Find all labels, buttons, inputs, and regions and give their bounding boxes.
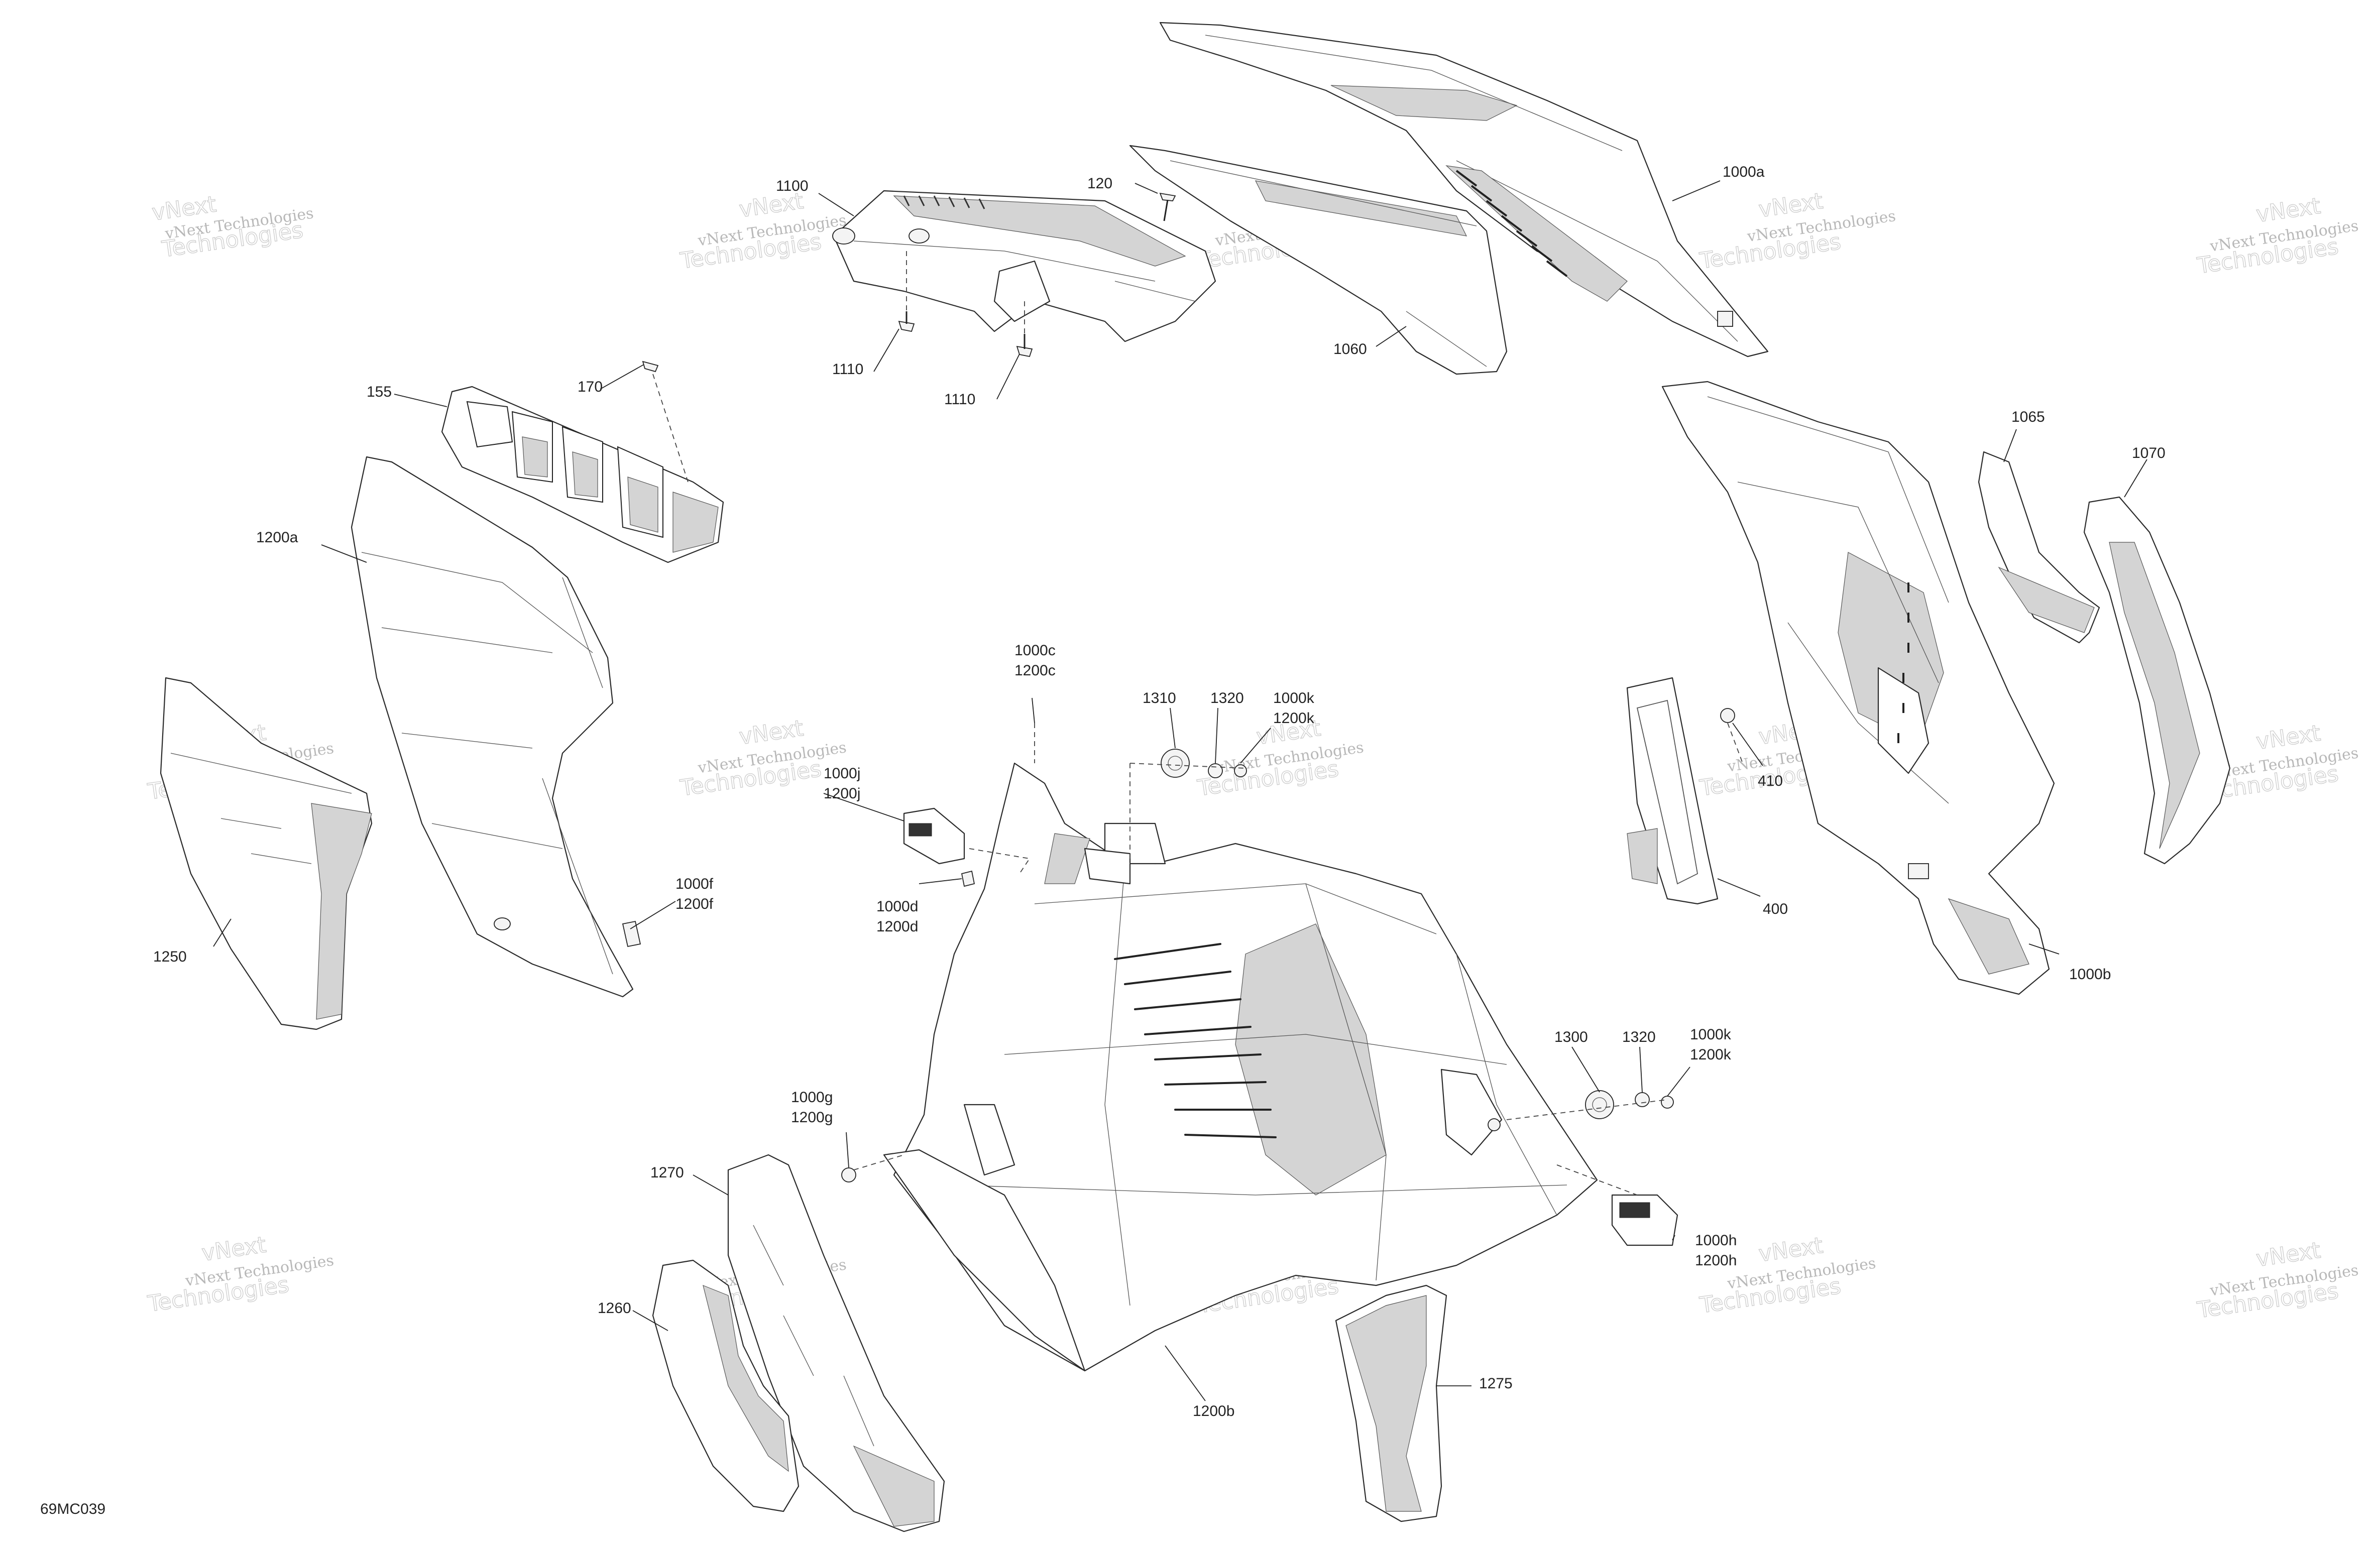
callout-1260: 1260 (598, 1300, 631, 1317)
fastener-1110a (898, 311, 915, 332)
fastener-410 (1720, 708, 1735, 723)
part-1000a-drawing (1159, 22, 1769, 358)
fastener-1000f (622, 920, 641, 947)
part-1000b-drawing (1661, 381, 2055, 995)
callout-1000d: 1000d (876, 898, 918, 915)
callout-1065: 1065 (2011, 409, 2045, 425)
callout-1200k-a: 1200k (1273, 710, 1315, 727)
part-1070-drawing (2083, 496, 2231, 865)
fastener-1000g (841, 1167, 856, 1182)
watermark-text: vNext (2254, 1238, 2322, 1272)
callout-1200c: 1200c (1014, 662, 1056, 679)
fastener-170 (642, 361, 659, 373)
callout-1310: 1310 (1143, 690, 1176, 706)
callout-1000g: 1000g (791, 1089, 833, 1106)
callout-1000b: 1000b (2069, 966, 2111, 983)
callout-400: 400 (1763, 901, 1788, 917)
part-155-drawing (441, 386, 724, 563)
callout-1110a: 1110 (832, 361, 863, 378)
part-1200b-drawing (883, 762, 1598, 1372)
callout-410: 410 (1758, 773, 1783, 789)
fastener-1110b (1016, 334, 1033, 358)
callout-1070: 1070 (2132, 445, 2166, 461)
fastener-120 (1159, 192, 1176, 221)
part-1250-drawing (160, 677, 373, 1030)
part-1260-drawing (652, 1259, 800, 1512)
part-1000j-drawing (903, 807, 965, 865)
part-1300-drawing (1585, 1090, 1614, 1119)
callout-1200k-b: 1200k (1690, 1046, 1732, 1063)
diagram-code: 69MC039 (40, 1501, 105, 1517)
part-1065-drawing (1978, 451, 2100, 644)
callout-1320b: 1320 (1622, 1029, 1656, 1045)
part-1060-drawing (1129, 145, 1508, 375)
part-1275-drawing (1335, 1284, 1447, 1522)
callout-155: 155 (367, 384, 392, 400)
callout-1000j: 1000j (824, 765, 860, 782)
callout-1000a: 1000a (1723, 164, 1765, 180)
callout-1320a: 1320 (1210, 690, 1244, 706)
watermark-text: vNext (2254, 193, 2322, 227)
leader-lines (213, 180, 2147, 1401)
callout-1200g: 1200g (791, 1109, 833, 1126)
callout-120: 120 (1087, 175, 1112, 192)
callout-1200h: 1200h (1695, 1252, 1737, 1269)
part-1200a-drawing (351, 456, 634, 998)
callout-1200f: 1200f (675, 896, 714, 912)
watermark-text: vNext (2254, 721, 2322, 755)
callout-1200b: 1200b (1193, 1403, 1234, 1419)
part-1320b-drawing (1635, 1092, 1650, 1107)
callout-1300: 1300 (1554, 1029, 1588, 1045)
callout-170: 170 (578, 379, 603, 395)
watermark-text: vNext (1757, 1233, 1825, 1267)
part-1270-drawing (727, 1154, 945, 1532)
callout-1100: 1100 (776, 178, 809, 194)
callout-1270: 1270 (650, 1164, 684, 1181)
callout-1275: 1275 (1479, 1375, 1513, 1392)
part-1000k-b-drawing (1661, 1096, 1674, 1109)
part-1310-drawing (1161, 749, 1190, 778)
callout-1200j: 1200j (824, 785, 860, 802)
callout-labels: 1000a 120 1100 1110 1110 1060 155 170 12… (40, 164, 2166, 1517)
part-1320a-drawing (1208, 763, 1223, 778)
watermark-text: vNext (200, 1232, 268, 1266)
fastener-1000d (961, 870, 975, 887)
callout-1200d: 1200d (876, 918, 918, 935)
watermark-text: vNext (1757, 188, 1825, 222)
part-1000h-drawing (1611, 1194, 1678, 1246)
callout-1060: 1060 (1333, 341, 1367, 358)
part-1000k-a-drawing (1234, 764, 1247, 777)
callout-1000k-a: 1000k (1273, 690, 1315, 706)
callout-1200a: 1200a (256, 529, 298, 546)
callout-1110b: 1110 (944, 391, 975, 408)
callout-1000c: 1000c (1014, 642, 1056, 659)
part-1200b-vents (1114, 943, 1277, 1138)
callout-1000f: 1000f (675, 876, 714, 892)
part-400-drawing (1626, 677, 1719, 905)
part-1100-drawing (832, 190, 1216, 342)
part-1000b-vents (1897, 582, 1909, 743)
callout-1250: 1250 (153, 948, 187, 965)
watermark-text: vNext (738, 716, 805, 750)
part-1000a-vents (1455, 170, 1568, 277)
callout-1000h: 1000h (1695, 1232, 1737, 1249)
callout-1000k-b: 1000k (1690, 1026, 1732, 1043)
